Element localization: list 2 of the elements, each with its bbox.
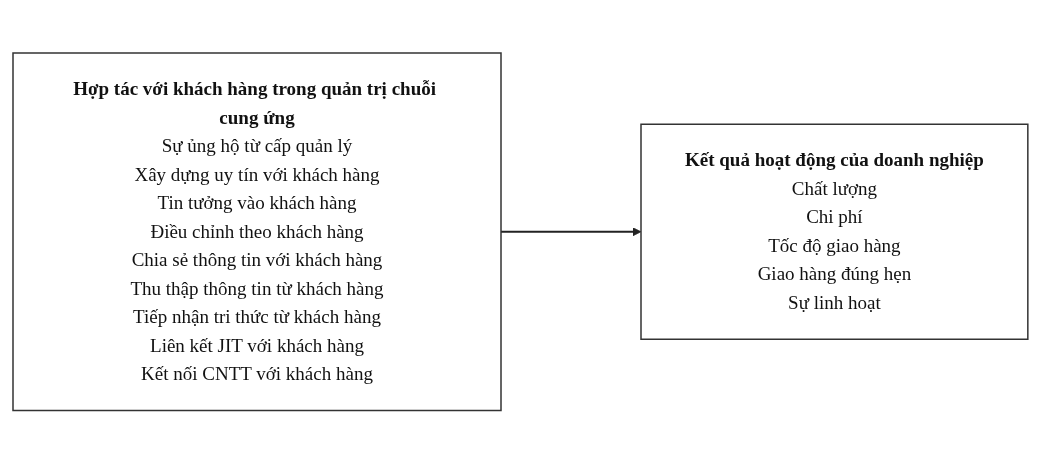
node-box: Hợp tác với khách hàng trong quản trị chuỗi cung ứng Sự ủng hộ từ cấp quản lý Xây dựng uy tín với khách hàng Tin tưởng vào khách hàng Điều chỉnh theo khách hàng Chia sẻ thông tin với khách hàng Thu thập thông tin từ khách hàng Tiếp nhận tri thức từ khách hàng Liên kết JIT với khách hàng Kết nối CNTT với khách hàng	[11, 52, 502, 412]
node-box: Kết quả hoạt động của doanh nghiệp Chất lượng Chi phí Tốc độ giao hàng Giao hàng đúng hẹn Sự linh hoạt	[639, 123, 1029, 341]
